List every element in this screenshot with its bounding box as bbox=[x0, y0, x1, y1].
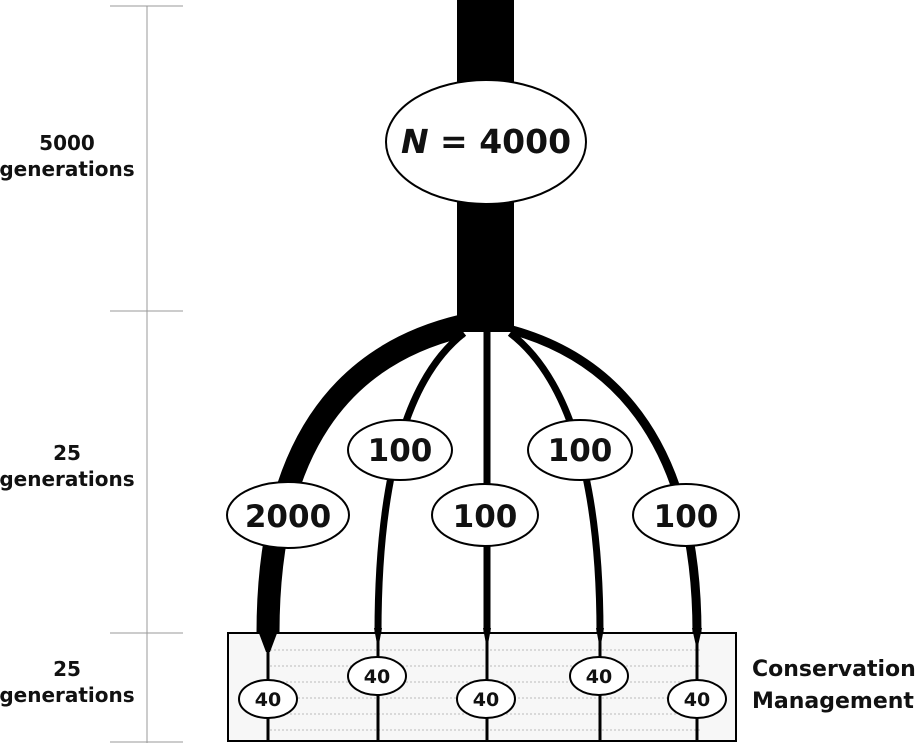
branch-2-ellipse bbox=[347, 419, 453, 481]
managed-5-population: 40 bbox=[667, 679, 727, 719]
branch-1-size: 2000 bbox=[245, 499, 331, 535]
ancestral-value: 4000 bbox=[479, 122, 571, 161]
managed-2-ellipse bbox=[347, 656, 407, 696]
branch-1-taper bbox=[257, 628, 279, 652]
managed-1-ellipse bbox=[238, 679, 298, 719]
ancestral-population: N = 4000 bbox=[385, 79, 587, 205]
branch-1-ellipse bbox=[226, 481, 350, 549]
branch-5-size: 100 bbox=[654, 499, 719, 535]
branch-4-population: 100 bbox=[527, 419, 633, 481]
managed-5-ellipse bbox=[667, 679, 727, 719]
branch-4-ellipse bbox=[527, 419, 633, 481]
management-line-1: Conservation bbox=[752, 657, 916, 682]
branch-5-line bbox=[510, 325, 702, 634]
branch-3-population: 100 bbox=[431, 483, 539, 547]
ancestral-n-symbol: N bbox=[401, 122, 429, 161]
branch-4-line bbox=[507, 330, 604, 634]
branch-3-taper bbox=[483, 628, 491, 644]
phase-1-unit: generations bbox=[0, 157, 135, 181]
timeline-axis bbox=[110, 5, 183, 743]
managed-3-population: 40 bbox=[456, 679, 516, 719]
phase-2-count: 25 bbox=[53, 441, 81, 465]
branch-5-taper bbox=[692, 628, 702, 646]
phase-2-unit: generations bbox=[0, 467, 135, 491]
ancestral-ellipse bbox=[385, 79, 587, 205]
managed-3-size: 40 bbox=[473, 689, 499, 711]
branch-3-size: 100 bbox=[453, 499, 518, 535]
managed-1-size: 40 bbox=[255, 689, 281, 711]
branch-2-line bbox=[374, 330, 467, 634]
branch-2-population: 100 bbox=[347, 419, 453, 481]
phase-1-count: 5000 bbox=[39, 131, 95, 155]
phase-3-count: 25 bbox=[53, 657, 81, 681]
phase-1-label: 5000 generations bbox=[0, 130, 142, 182]
ancestral-size-label: N = 4000 bbox=[401, 122, 571, 161]
managed-2-size: 40 bbox=[364, 666, 390, 688]
branch-2-size: 100 bbox=[368, 433, 433, 469]
managed-1-population: 40 bbox=[238, 679, 298, 719]
phase-2-label: 25 generations bbox=[0, 440, 142, 492]
branch-2-taper bbox=[374, 628, 382, 644]
branch-tapers bbox=[257, 628, 702, 652]
branch-5-ellipse bbox=[632, 483, 740, 547]
phase-3-label: 25 generations bbox=[0, 656, 142, 708]
managed-2-population: 40 bbox=[347, 656, 407, 696]
branch-1-line bbox=[256, 314, 465, 634]
phase-3-unit: generations bbox=[0, 683, 135, 707]
managed-4-population: 40 bbox=[569, 656, 629, 696]
managed-3-ellipse bbox=[456, 679, 516, 719]
conservation-management-label: Conservation Management bbox=[752, 654, 921, 718]
branch-4-size: 100 bbox=[548, 433, 613, 469]
branch-5-population: 100 bbox=[632, 483, 740, 547]
ancestral-equals: = bbox=[429, 122, 480, 161]
managed-4-size: 40 bbox=[586, 666, 612, 688]
branch-4-taper bbox=[596, 628, 604, 644]
branch-3-ellipse bbox=[431, 483, 539, 547]
branch-1-population: 2000 bbox=[226, 481, 350, 549]
managed-4-ellipse bbox=[569, 656, 629, 696]
management-line-2: Management bbox=[752, 689, 914, 714]
managed-5-size: 40 bbox=[684, 689, 710, 711]
